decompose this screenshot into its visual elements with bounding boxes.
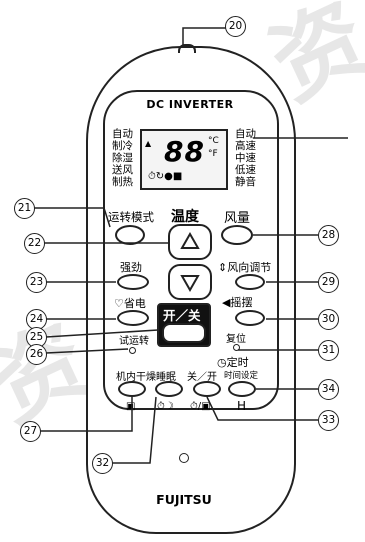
timer-label: ◷定时 bbox=[217, 356, 249, 369]
coil-dry-label: 机内干燥 bbox=[116, 372, 156, 383]
fan-button[interactable] bbox=[221, 225, 253, 245]
fan-list: 自动 高速 中速 低速 静音 bbox=[235, 128, 256, 188]
callout-20: 20 bbox=[225, 16, 246, 37]
lcd-digits: 88 bbox=[164, 135, 205, 168]
fan-label: 高速 bbox=[235, 140, 256, 152]
test-run-pinhole[interactable] bbox=[129, 347, 136, 354]
callout-27: 27 bbox=[20, 421, 41, 442]
dc-inverter-label: DC INVERTER bbox=[146, 98, 234, 111]
powerful-button[interactable] bbox=[117, 274, 149, 290]
lcd-left-marker: ▲ bbox=[145, 139, 152, 148]
economy-icon: ♡ bbox=[114, 297, 124, 310]
powerful-label: 强劲 bbox=[120, 261, 142, 274]
signal-emitter-icon bbox=[179, 453, 189, 463]
on-off-label: 开／关 bbox=[163, 308, 201, 323]
run-mode-label: 运转模式 bbox=[108, 210, 154, 224]
fan-label: 静音 bbox=[235, 176, 256, 188]
lcd-icons: ⏱↻●■ bbox=[148, 171, 183, 182]
economy-label: ♡省电 bbox=[114, 297, 146, 310]
sleep-icon: ⏱☽ bbox=[157, 401, 174, 412]
fan-label: 中速 bbox=[235, 152, 256, 164]
timer-setting-label: 时间设定 bbox=[224, 371, 259, 381]
fujitsu-logo: FUJITSU bbox=[156, 492, 212, 507]
lcd-display: 88 °C °F ⏱↻●■ ▲ bbox=[140, 129, 228, 190]
coil-dry-icon: ▣ bbox=[126, 401, 136, 412]
mode-list: 自动 制冷 除湿 送风 制热 bbox=[112, 128, 133, 188]
mode-label: 除湿 bbox=[112, 152, 133, 164]
sleep-button[interactable] bbox=[155, 381, 183, 397]
callout-34: 34 bbox=[318, 379, 339, 400]
mode-label: 制热 bbox=[112, 176, 133, 188]
fan-button-label: 风量 bbox=[224, 211, 251, 226]
swing-label: ◀摇摆 bbox=[222, 296, 253, 309]
airflow-label: ⇕风向调节 bbox=[218, 261, 272, 274]
callout-29: 29 bbox=[318, 272, 339, 293]
reset-pinhole[interactable] bbox=[233, 344, 240, 351]
callout-32: 32 bbox=[92, 453, 113, 474]
coil-dry-button[interactable] bbox=[118, 381, 146, 397]
lcd-unit-c: °C bbox=[208, 136, 219, 146]
test-run-label: 试运转 bbox=[119, 336, 149, 347]
temperature-label: 温度 bbox=[171, 209, 199, 225]
up-arrow-icon bbox=[180, 231, 200, 249]
airflow-button[interactable] bbox=[235, 274, 265, 290]
on-off-timer-label: 关／开 bbox=[187, 372, 217, 383]
on-off-timer-icon: ⏱/▣ bbox=[190, 401, 211, 412]
on-off-button[interactable] bbox=[162, 323, 206, 343]
temp-down-button[interactable] bbox=[168, 264, 212, 300]
economy-button[interactable] bbox=[117, 310, 149, 326]
mode-label: 制冷 bbox=[112, 140, 133, 152]
callout-23: 23 bbox=[26, 272, 47, 293]
callout-30: 30 bbox=[318, 309, 339, 330]
callout-21: 21 bbox=[14, 198, 35, 219]
temp-up-button[interactable] bbox=[168, 224, 212, 260]
run-mode-button[interactable] bbox=[115, 225, 145, 245]
swing-icon: ◀ bbox=[222, 296, 231, 309]
mode-label: 自动 bbox=[112, 128, 133, 140]
mode-label: 送风 bbox=[112, 164, 133, 176]
airflow-icon: ⇕ bbox=[218, 261, 228, 274]
on-off-timer-button[interactable] bbox=[193, 381, 221, 397]
fan-label: 低速 bbox=[235, 164, 256, 176]
callout-26: 26 bbox=[26, 344, 47, 365]
remote-top-notch bbox=[178, 44, 196, 53]
callout-28: 28 bbox=[318, 225, 339, 246]
timer-setting-button[interactable] bbox=[228, 381, 256, 397]
fan-label: 自动 bbox=[235, 128, 256, 140]
lcd-unit-f: °F bbox=[208, 149, 218, 159]
sleep-label: 睡眠 bbox=[156, 372, 176, 383]
timer-h-label: H bbox=[237, 399, 247, 413]
callout-31: 31 bbox=[318, 340, 339, 361]
callout-22: 22 bbox=[24, 233, 45, 254]
callout-33: 33 bbox=[318, 410, 339, 431]
down-arrow-icon bbox=[180, 275, 200, 293]
timer-icon: ◷ bbox=[217, 356, 227, 369]
reset-label: 复位 bbox=[226, 334, 246, 345]
swing-button[interactable] bbox=[235, 310, 265, 326]
